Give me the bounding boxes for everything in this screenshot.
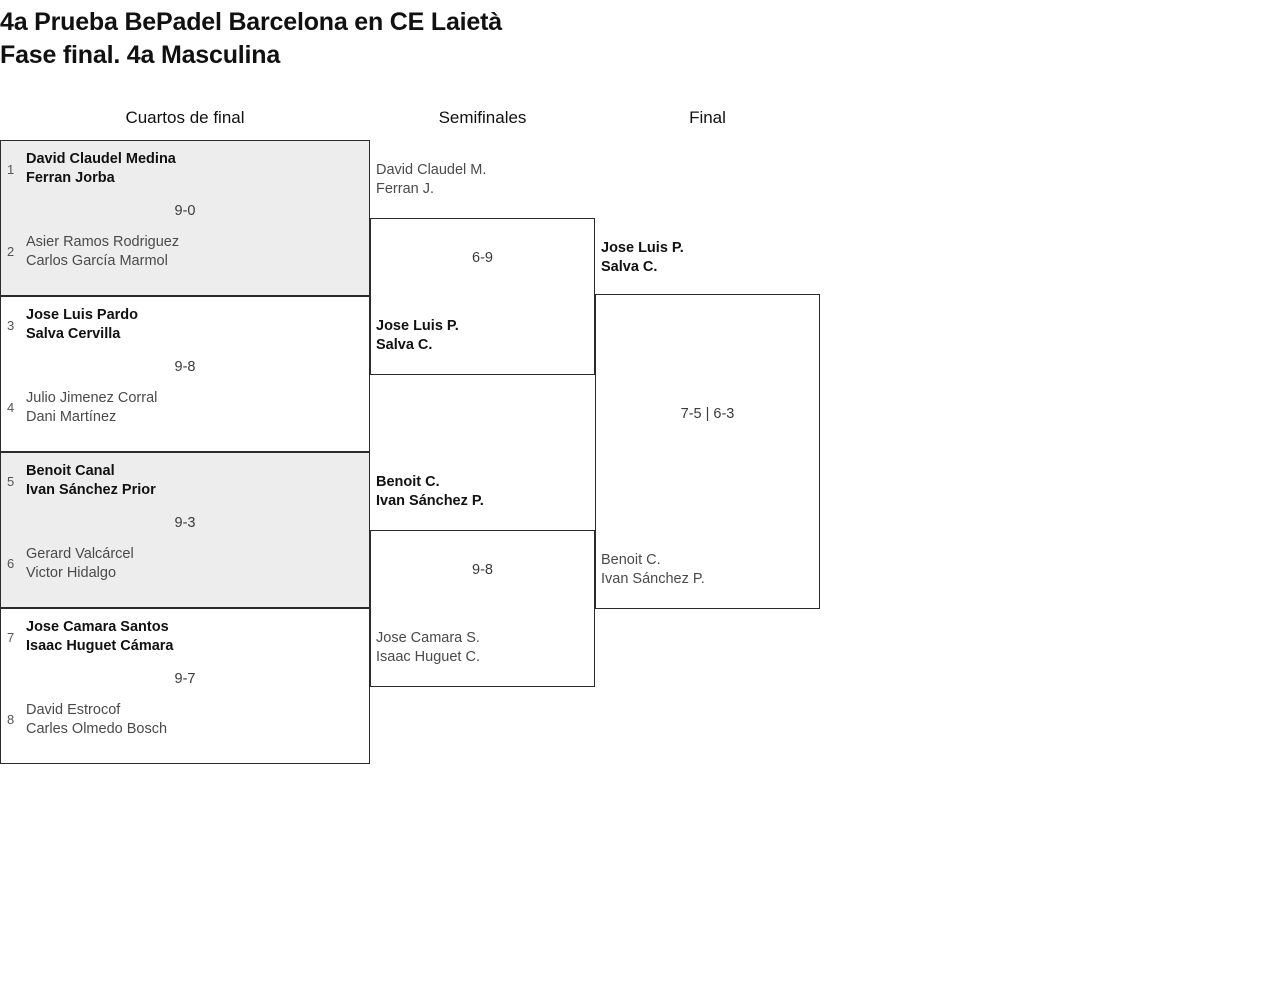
seed-number: 1 — [7, 162, 15, 177]
team-quarterfinal-1-top: David Claudel Medina Ferran Jorba — [26, 150, 176, 187]
match-quarterfinal-2[interactable]: 3 Jose Luis Pardo Salva Cervilla 9-8 4 J… — [0, 296, 370, 452]
seed-number: 6 — [7, 556, 15, 571]
player-name: David Claudel Medina — [26, 151, 176, 167]
player-name: Victor Hidalgo — [26, 564, 117, 581]
score-quarterfinal-2: 9-8 — [174, 359, 196, 375]
player-name: Carlos García Marmol — [26, 252, 168, 269]
team-quarterfinal-3-top: Benoit Canal Ivan Sánchez Prior — [26, 462, 156, 499]
score-quarterfinal-1: 9-0 — [174, 203, 196, 219]
player-name: Julio Jimenez Corral — [26, 390, 158, 406]
team-semifinal-2-bottom: Jose Camara S. Isaac Huguet C. — [376, 629, 480, 666]
match-final[interactable]: 7-5 | 6-3 — [595, 294, 820, 609]
player-name: Ivan Sánchez Prior — [26, 481, 156, 498]
player-name: David Estrocof — [26, 702, 121, 718]
player-name: Salva Cervilla — [26, 325, 121, 342]
seed-number: 8 — [7, 712, 15, 727]
player-name: Jose Camara S. — [376, 630, 480, 646]
team-quarterfinal-4-top: Jose Camara Santos Isaac Huguet Cámara — [26, 618, 173, 655]
player-name: Jose Luis P. — [376, 318, 459, 334]
player-name: Ivan Sánchez P. — [601, 570, 705, 587]
seed-number: 4 — [7, 400, 15, 415]
round-header-quarterfinals: Cuartos de final — [125, 108, 245, 127]
tournament-title: 4a Prueba BePadel Barcelona en CE Laietà… — [0, 6, 900, 72]
round-headers: Cuartos de final Semifinales Final — [0, 108, 840, 134]
player-name: Jose Luis P. — [601, 240, 684, 256]
player-name: Ferran J. — [376, 180, 435, 197]
player-name: Jose Luis Pardo — [26, 307, 139, 323]
team-quarterfinal-1-bottom: Asier Ramos Rodriguez Carlos García Marm… — [26, 233, 179, 270]
team-quarterfinal-3-bottom: Gerard Valcárcel Victor Hidalgo — [26, 545, 134, 582]
team-quarterfinal-2-top: Jose Luis Pardo Salva Cervilla — [26, 306, 138, 343]
team-semifinal-2-top: Benoit C. Ivan Sánchez P. — [376, 473, 484, 510]
player-name: Benoit C. — [376, 474, 440, 490]
seed-number: 2 — [7, 244, 15, 259]
team-quarterfinal-2-bottom: Julio Jimenez Corral Dani Martínez — [26, 389, 157, 426]
team-semifinal-1-bottom: Jose Luis P. Salva C. — [376, 317, 459, 354]
player-name: Ferran Jorba — [26, 169, 115, 186]
match-semifinal-1[interactable]: 6-9 — [370, 218, 595, 375]
player-name: Jose Camara Santos — [26, 619, 169, 635]
player-name: Isaac Huguet C. — [376, 648, 480, 665]
player-name: David Claudel M. — [376, 162, 487, 178]
round-header-final: Final — [689, 108, 726, 127]
score-quarterfinal-4: 9-7 — [174, 671, 196, 687]
player-name: Ivan Sánchez P. — [376, 492, 484, 509]
round-header-semifinals: Semifinales — [438, 108, 527, 127]
team-final-top: Jose Luis P. Salva C. — [601, 239, 684, 276]
player-name: Salva C. — [601, 258, 658, 275]
seed-number: 5 — [7, 474, 15, 489]
seed-number: 3 — [7, 318, 15, 333]
match-quarterfinal-3[interactable]: 5 Benoit Canal Ivan Sánchez Prior 9-3 6 … — [0, 452, 370, 608]
team-final-bottom: Benoit C. Ivan Sánchez P. — [601, 551, 705, 588]
player-name: Benoit C. — [601, 552, 661, 568]
tournament-bracket: 1 David Claudel Medina Ferran Jorba 9-0 … — [0, 140, 820, 764]
player-name: Dani Martínez — [26, 408, 117, 425]
team-quarterfinal-4-bottom: David Estrocof Carles Olmedo Bosch — [26, 701, 167, 738]
player-name: Asier Ramos Rodriguez — [26, 234, 180, 250]
tournament-title-line-1: 4a Prueba BePadel Barcelona en CE Laietà — [0, 8, 502, 36]
score-final: 7-5 | 6-3 — [680, 406, 735, 422]
score-semifinal-1: 6-9 — [472, 250, 493, 266]
match-quarterfinal-4[interactable]: 7 Jose Camara Santos Isaac Huguet Cámara… — [0, 608, 370, 764]
score-semifinal-2: 9-8 — [472, 562, 493, 578]
player-name: Carles Olmedo Bosch — [26, 720, 168, 737]
match-semifinal-2[interactable]: 9-8 — [370, 530, 595, 687]
team-semifinal-1-top: David Claudel M. Ferran J. — [376, 161, 486, 198]
player-name: Benoit Canal — [26, 463, 115, 479]
player-name: Isaac Huguet Cámara — [26, 637, 174, 654]
seed-number: 7 — [7, 630, 15, 645]
score-quarterfinal-3: 9-3 — [174, 515, 196, 531]
player-name: Salva C. — [376, 336, 433, 353]
tournament-title-line-2: Fase final. 4a Masculina — [0, 41, 281, 69]
player-name: Gerard Valcárcel — [26, 546, 134, 562]
match-quarterfinal-1[interactable]: 1 David Claudel Medina Ferran Jorba 9-0 … — [0, 140, 370, 296]
